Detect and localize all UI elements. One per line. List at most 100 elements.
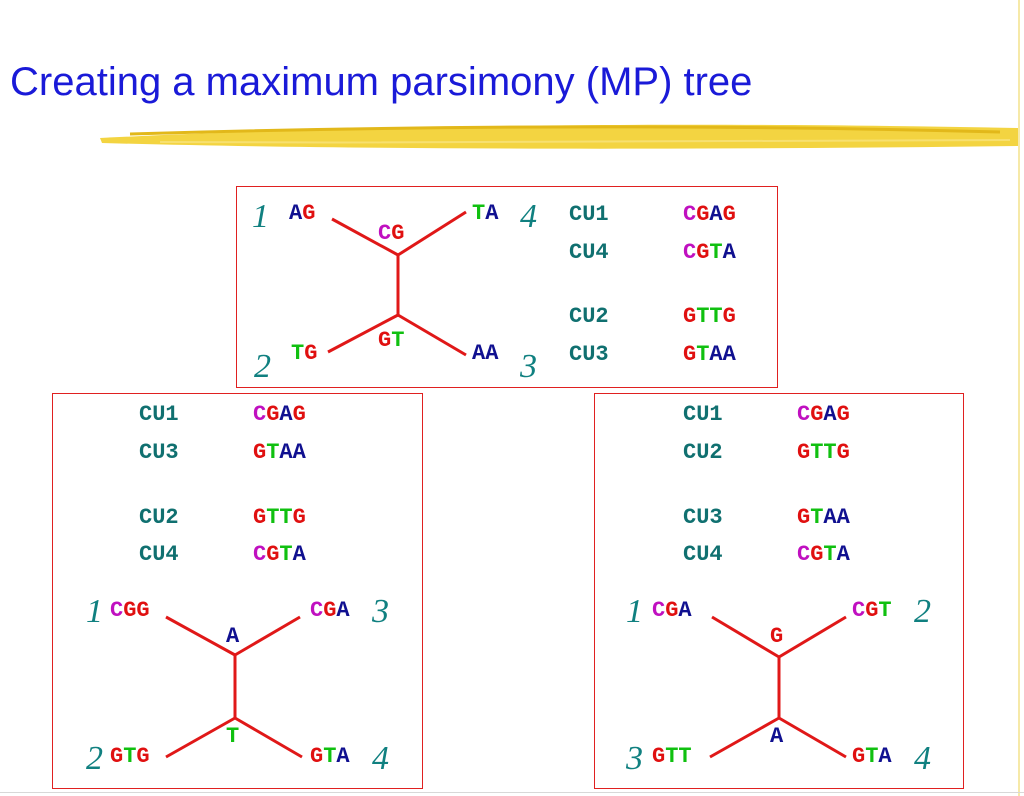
nucleotide: T <box>665 744 679 769</box>
nucleotide: T <box>810 505 824 530</box>
tree-branch <box>165 716 236 759</box>
nucleotide: G <box>797 440 811 465</box>
nucleotide: C <box>310 598 324 623</box>
nucleotide: A <box>336 598 350 623</box>
internal-node-label: CG <box>378 221 404 246</box>
nucleotide: A <box>678 598 692 623</box>
nucleotide: G <box>292 402 306 427</box>
nucleotide: A <box>279 402 293 427</box>
nucleotide: A <box>472 341 486 366</box>
nucleotide: G <box>323 598 337 623</box>
nucleotide: G <box>253 440 267 465</box>
tree-branch <box>165 615 236 657</box>
nucleotide: T <box>696 304 710 329</box>
nucleotide: T <box>391 328 405 353</box>
nucleotide: G <box>253 505 267 530</box>
internal-node-label: T <box>226 724 239 749</box>
nucleotide: G <box>665 598 679 623</box>
nucleotide: A <box>722 240 736 265</box>
bottom-divider <box>0 792 1024 793</box>
sequence-value: GTTG <box>797 440 850 465</box>
nucleotide: G <box>696 202 710 227</box>
nucleotide: G <box>136 744 150 769</box>
nucleotide: T <box>823 440 837 465</box>
nucleotide: T <box>696 342 710 367</box>
sequence-id: CU4 <box>683 542 723 567</box>
sequence-id: CU2 <box>139 505 179 530</box>
sequence-value: CGTA <box>683 240 736 265</box>
nucleotide: A <box>722 342 736 367</box>
nucleotide: A <box>279 440 293 465</box>
right-panel <box>594 393 964 789</box>
nucleotide: G <box>110 744 124 769</box>
sequence-id: CU3 <box>569 342 609 367</box>
nucleotide: T <box>291 341 305 366</box>
tree-branch <box>234 716 303 759</box>
nucleotide: G <box>391 221 405 246</box>
sequence-id: CU4 <box>569 240 609 265</box>
nucleotide: G <box>266 542 280 567</box>
sequence-id: CU1 <box>139 402 179 427</box>
nucleotide: G <box>722 304 736 329</box>
nucleotide: T <box>865 744 879 769</box>
nucleotide: G <box>683 304 697 329</box>
nucleotide: C <box>797 402 811 427</box>
nucleotide: C <box>652 598 666 623</box>
nucleotide: G <box>292 505 306 530</box>
sequence-id: CU1 <box>569 202 609 227</box>
sequence-id: CU2 <box>569 304 609 329</box>
nucleotide: G <box>810 542 824 567</box>
nucleotide: A <box>823 505 837 530</box>
nucleotide: G <box>683 342 697 367</box>
internal-node-label: A <box>770 724 783 749</box>
nucleotide: G <box>123 598 137 623</box>
nucleotide: G <box>310 744 324 769</box>
tree-branch <box>778 716 847 759</box>
leaf-sequence: CGG <box>110 598 150 623</box>
nucleotide: G <box>722 202 736 227</box>
leaf-number: 4 <box>520 198 537 235</box>
sequence-value: CGAG <box>797 402 850 427</box>
sequence-value: GTTG <box>253 505 306 530</box>
nucleotide: T <box>878 598 892 623</box>
sequence-value: GTAA <box>683 342 736 367</box>
nucleotide: C <box>852 598 866 623</box>
nucleotide: G <box>836 402 850 427</box>
nucleotide: T <box>323 744 337 769</box>
sequence-id: CU4 <box>139 542 179 567</box>
nucleotide: A <box>709 342 723 367</box>
internal-node-label: A <box>226 624 239 649</box>
nucleotide: A <box>485 201 499 226</box>
nucleotide: G <box>836 440 850 465</box>
tree-branch <box>711 615 780 659</box>
nucleotide: T <box>472 201 486 226</box>
sequence-row: CU2 GTTG <box>139 505 306 530</box>
nucleotide: C <box>683 202 697 227</box>
sequence-id: CU3 <box>683 505 723 530</box>
leaf-sequence: GTG <box>110 744 150 769</box>
sequence-row: CU4 CGTA <box>569 240 736 265</box>
sequence-row: CU1 CGAG <box>569 202 736 227</box>
sequence-value: CGAG <box>683 202 736 227</box>
nucleotide: G <box>266 402 280 427</box>
title-underline <box>100 124 1018 149</box>
nucleotide: A <box>878 744 892 769</box>
leaf-sequence: AA <box>472 341 498 366</box>
sequence-value: CGAG <box>253 402 306 427</box>
internal-node-label: GT <box>378 328 404 353</box>
sequence-row: CU1 CGAG <box>139 402 306 427</box>
nucleotide: G <box>696 240 710 265</box>
leaf-number: 3 <box>626 740 643 777</box>
sequence-value: GTAA <box>253 440 306 465</box>
nucleotide: G <box>810 402 824 427</box>
left-panel <box>52 393 423 789</box>
nucleotide: G <box>797 505 811 530</box>
